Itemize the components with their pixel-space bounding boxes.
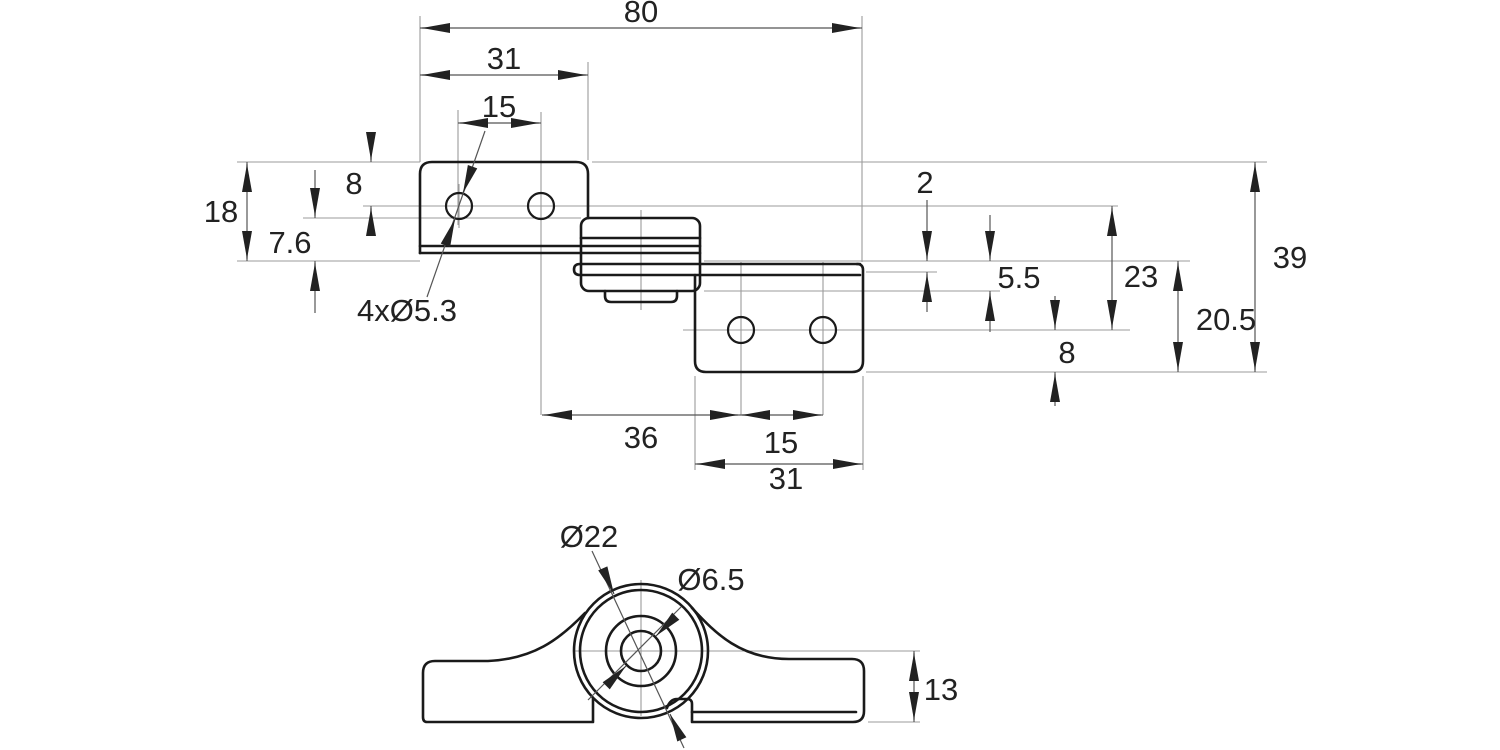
dim-hole-centerline-span: 23 xyxy=(1124,259,1158,294)
dim-knuckle-offset: 7.6 xyxy=(268,225,311,260)
dim-leaf-gap: 2 xyxy=(916,165,933,200)
boss-outer-circle xyxy=(572,582,710,720)
dim-hole-callout: 4xØ5.3 xyxy=(357,293,457,328)
pivot-hole-circle xyxy=(619,629,663,673)
counterbore-circle xyxy=(604,614,678,688)
knuckle-tab xyxy=(603,289,679,304)
dim-pivot-hole-diameter: Ø6.5 xyxy=(677,562,744,597)
extension-and-center-lines xyxy=(237,16,1267,723)
upper-hole-1 xyxy=(444,191,474,221)
lower-leaf-plate xyxy=(693,262,865,374)
front-right-plate xyxy=(665,606,866,724)
boss-d22-circle xyxy=(578,588,704,714)
dim-overall-width: 80 xyxy=(624,0,658,29)
dim-boss-diameter: Ø22 xyxy=(560,519,619,554)
dim-upper-leaf-depth: 18 xyxy=(204,194,238,229)
dim-upper-leaf-width: 31 xyxy=(487,41,521,76)
dim-upper-hole-offset: 8 xyxy=(345,166,362,201)
front-left-plate xyxy=(421,611,595,724)
upper-leaf xyxy=(418,160,590,255)
dim-lower-hole-spacing: 15 xyxy=(764,425,798,460)
lower-hole-1 xyxy=(726,315,756,345)
dim-lower-depth: 20.5 xyxy=(1196,302,1256,337)
dim-upper-hole-spacing: 15 xyxy=(482,89,516,124)
dim-hole-to-hole: 36 xyxy=(624,420,658,455)
dimension-labels: 80 31 15 18 8 7.6 4xØ5.3 2 5.5 23 39 20.… xyxy=(204,0,1307,707)
dim-overall-depth: 39 xyxy=(1273,240,1307,275)
upper-hole-2 xyxy=(526,191,556,221)
dim-lower-leaf-width: 31 xyxy=(769,461,803,496)
dim-base-height: 13 xyxy=(924,672,958,707)
dim-lower-hole-offset: 8 xyxy=(1058,335,1075,370)
dimension-lines xyxy=(242,23,1260,749)
dim-step-depth: 5.5 xyxy=(997,260,1040,295)
knuckle xyxy=(579,216,702,293)
front-view-outline xyxy=(421,582,866,724)
lower-hole-2 xyxy=(808,315,838,345)
lower-leaf-strip xyxy=(572,262,862,277)
plan-view-outline xyxy=(418,160,865,374)
